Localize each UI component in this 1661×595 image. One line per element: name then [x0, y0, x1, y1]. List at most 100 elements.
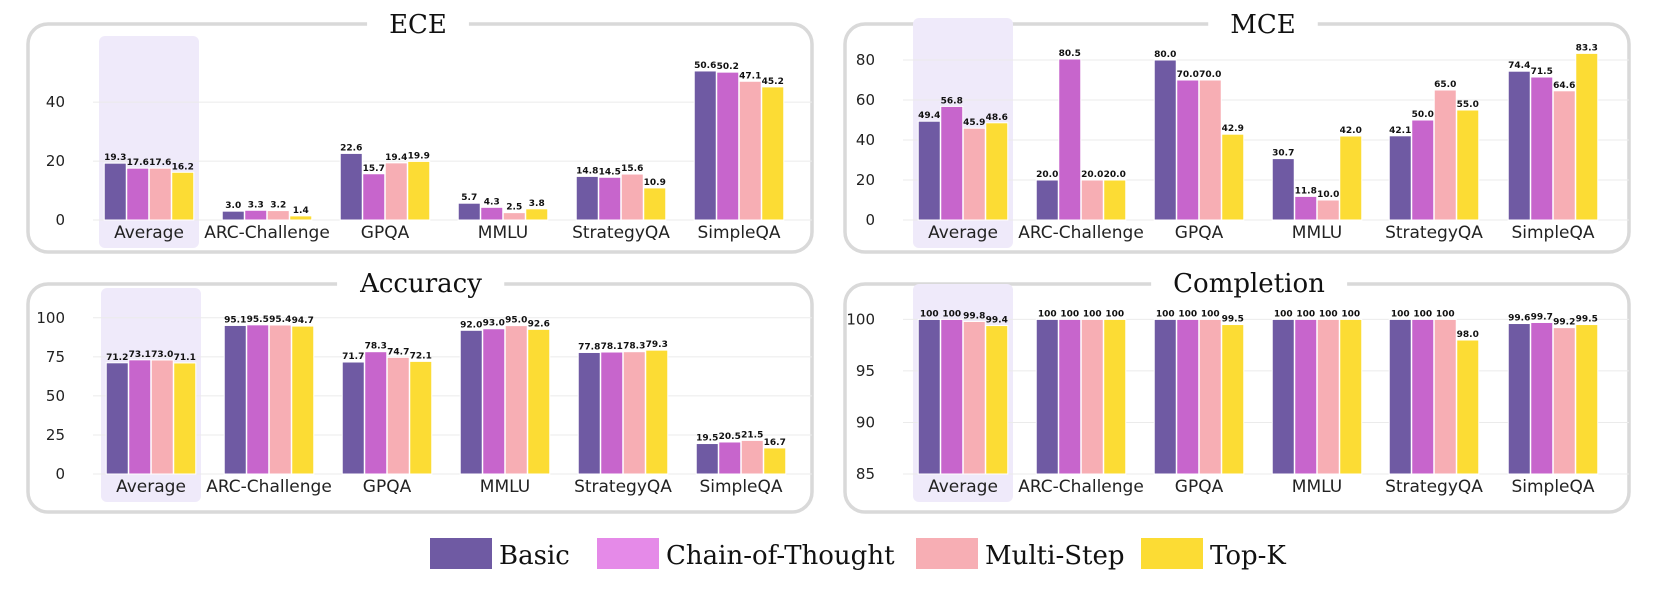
legend-item-basic: Basic: [430, 538, 570, 571]
bar-top-k-mmlu: [1339, 135, 1363, 221]
bar-top-k-gpqa: [1221, 133, 1245, 221]
panel-title: MCE: [1230, 10, 1296, 40]
data-label: 100: [1274, 309, 1293, 319]
y-tick-label: 95: [856, 362, 875, 380]
bar-top-k-arc-challenge: [1103, 318, 1127, 475]
bar-basic-mmlu: [1271, 318, 1295, 475]
bar-top-k-mmlu: [525, 208, 549, 221]
x-tick-label: GPQA: [361, 223, 410, 243]
data-label: 100: [1201, 309, 1220, 319]
bar-multi-step-strategyqa: [620, 173, 644, 221]
data-label: 95.5: [247, 315, 269, 325]
bar-chain-of-thought-gpqa: [362, 173, 386, 221]
y-tick-label: 80: [856, 51, 875, 69]
data-label: 77.8: [578, 342, 600, 352]
data-label: 3.8: [529, 199, 545, 209]
bar-multi-step-arc-challenge: [1080, 179, 1104, 221]
data-label: 100: [1060, 309, 1079, 319]
bar-top-k-strategyqa: [643, 187, 667, 221]
bar-multi-step-arc-challenge: [266, 210, 290, 221]
data-label: 11.8: [1295, 186, 1317, 196]
data-label: 83.3: [1576, 43, 1598, 53]
data-label: 45.9: [963, 118, 985, 128]
bar-chain-of-thought-arc-challenge: [1058, 318, 1082, 475]
bar-basic-average: [917, 120, 941, 221]
title-background: [1151, 278, 1348, 290]
bar-basic-mmlu: [457, 202, 481, 221]
data-label: 100: [942, 309, 961, 319]
title-background: [337, 278, 505, 290]
bar-basic-average: [103, 162, 127, 221]
bar-multi-step-strategyqa: [1433, 318, 1457, 475]
bar-multi-step-average: [148, 167, 172, 221]
y-tick-label: 20: [856, 171, 875, 189]
bar-basic-arc-challenge: [1035, 318, 1059, 475]
bar-top-k-mmlu: [527, 328, 551, 475]
data-label: 99.6: [1508, 314, 1530, 324]
bar-basic-simpleqa: [693, 70, 717, 221]
bar-multi-step-gpqa: [1198, 79, 1222, 221]
data-label: 74.7: [387, 347, 409, 357]
panel-accuracy: 025507510071.295.171.792.077.819.573.195…: [26, 269, 814, 514]
bar-basic-simpleqa: [695, 443, 719, 475]
x-tick-label: SimpleQA: [699, 477, 782, 497]
bar-top-k-strategyqa: [1456, 339, 1480, 475]
data-label: 100: [1341, 309, 1360, 319]
x-tick-label: GPQA: [363, 477, 412, 497]
x-tick-label: SimpleQA: [697, 223, 780, 243]
y-tick-label: 0: [865, 211, 875, 229]
bar-multi-step-average: [962, 320, 986, 475]
bar-basic-gpqa: [339, 152, 363, 221]
bar-chain-of-thought-simpleqa: [718, 441, 742, 475]
data-label: 20.5: [719, 432, 741, 442]
bar-basic-gpqa: [1153, 59, 1177, 221]
data-label: 99.4: [986, 316, 1008, 326]
data-label: 19.9: [408, 151, 430, 161]
bar-chain-of-thought-average: [128, 359, 152, 475]
bar-multi-step-arc-challenge: [268, 324, 292, 475]
bar-basic-arc-challenge: [221, 210, 245, 221]
bar-chain-of-thought-gpqa: [364, 351, 388, 475]
x-tick-label: ARC-Challenge: [206, 477, 332, 497]
data-label: 17.6: [149, 158, 171, 168]
data-label: 16.2: [172, 162, 194, 172]
data-label: 1.4: [293, 206, 309, 216]
bar-multi-step-gpqa: [386, 356, 410, 475]
bar-top-k-average: [985, 122, 1009, 221]
bar-chain-of-thought-simpleqa: [1530, 76, 1554, 221]
bar-top-k-strategyqa: [1456, 109, 1480, 221]
bar-multi-step-simpleqa: [738, 80, 762, 221]
data-label: 73.0: [151, 350, 173, 360]
data-label: 100: [1156, 309, 1175, 319]
bar-chain-of-thought-mmlu: [482, 328, 506, 475]
bar-multi-step-average: [150, 359, 174, 475]
data-label: 99.5: [1222, 315, 1244, 325]
bar-chain-of-thought-simpleqa: [716, 71, 740, 221]
bar-top-k-arc-challenge: [1103, 179, 1127, 221]
data-label: 71.5: [1531, 67, 1553, 77]
data-label: 22.6: [340, 143, 362, 153]
data-label: 21.5: [741, 430, 763, 440]
bar-chain-of-thought-arc-challenge: [244, 209, 268, 221]
bar-basic-average: [917, 318, 941, 475]
data-label: 20.0: [1081, 170, 1103, 180]
data-label: 79.3: [646, 340, 668, 350]
bar-top-k-arc-challenge: [291, 325, 315, 475]
bar-top-k-strategyqa: [645, 349, 669, 475]
data-label: 70.0: [1177, 70, 1199, 80]
y-tick-label: 90: [856, 413, 875, 431]
bar-top-k-average: [985, 325, 1009, 475]
data-label: 3.3: [248, 200, 264, 210]
data-label: 99.5: [1576, 315, 1598, 325]
bar-multi-step-arc-challenge: [1080, 318, 1104, 475]
legend-swatch: [430, 538, 492, 569]
panel-title: Accuracy: [359, 269, 482, 299]
data-label: 48.6: [986, 113, 1008, 123]
data-label: 42.1: [1389, 126, 1411, 136]
legend-swatch: [597, 538, 659, 569]
data-label: 3.0: [225, 201, 241, 211]
bar-top-k-gpqa: [409, 360, 433, 475]
bar-chain-of-thought-strategyqa: [600, 351, 624, 475]
y-tick-label: 25: [46, 426, 65, 444]
bar-top-k-simpleqa: [1575, 324, 1599, 475]
